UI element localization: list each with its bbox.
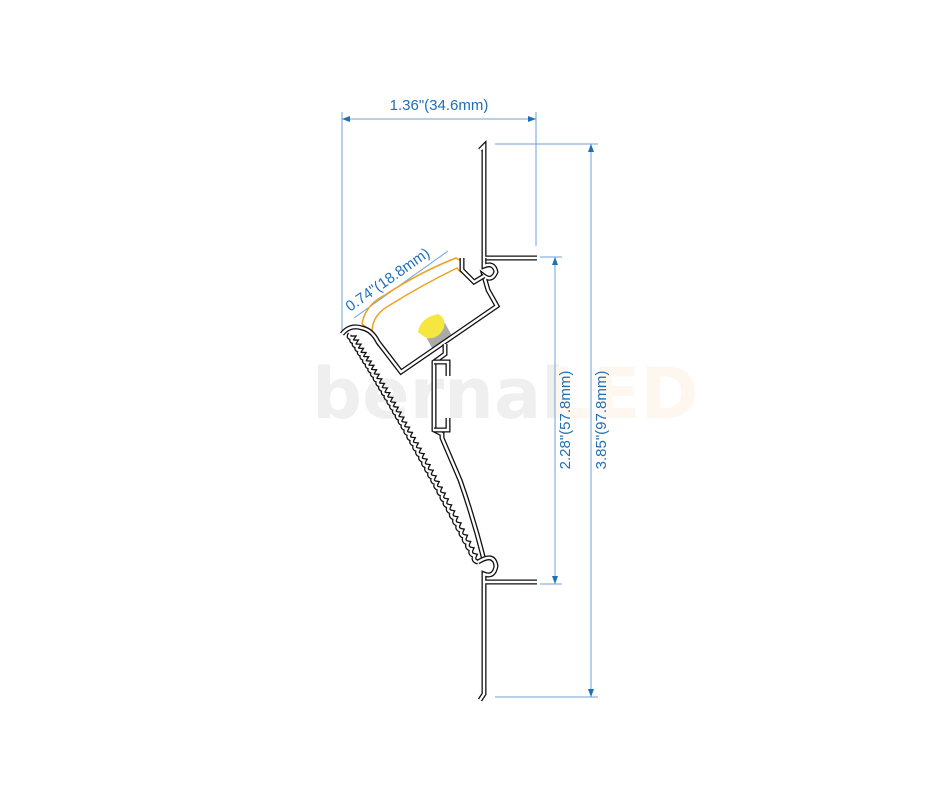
watermark: bernal LED [312, 353, 699, 435]
led [418, 314, 452, 348]
profile-segment-5 [347, 333, 479, 564]
dimension-arrows [342, 116, 594, 697]
profile-segment-6 [477, 556, 537, 701]
profile-segment-4 [434, 360, 450, 432]
clip-span-label: 2.28"(57.8mm) [557, 371, 574, 470]
led-chip [425, 323, 452, 348]
profile-segment-6 [476, 555, 537, 702]
width-label: 1.36"(34.6mm) [390, 97, 489, 114]
diffuser-width-label: 0.74"(18.8mm) [343, 245, 434, 316]
profile-segment-1 [341, 258, 499, 374]
profile-segment-0 [479, 143, 537, 260]
profile-segment-0 [478, 139, 537, 261]
total-height-label: 3.85"(97.8mm) [593, 371, 610, 470]
aluminum-profile [340, 139, 537, 702]
led-light [418, 314, 445, 339]
watermark-brand: bernal [312, 353, 565, 435]
watermark-suffix: LED [548, 353, 699, 435]
profile-segment-2 [460, 258, 485, 284]
dimension-lines [341, 112, 598, 698]
